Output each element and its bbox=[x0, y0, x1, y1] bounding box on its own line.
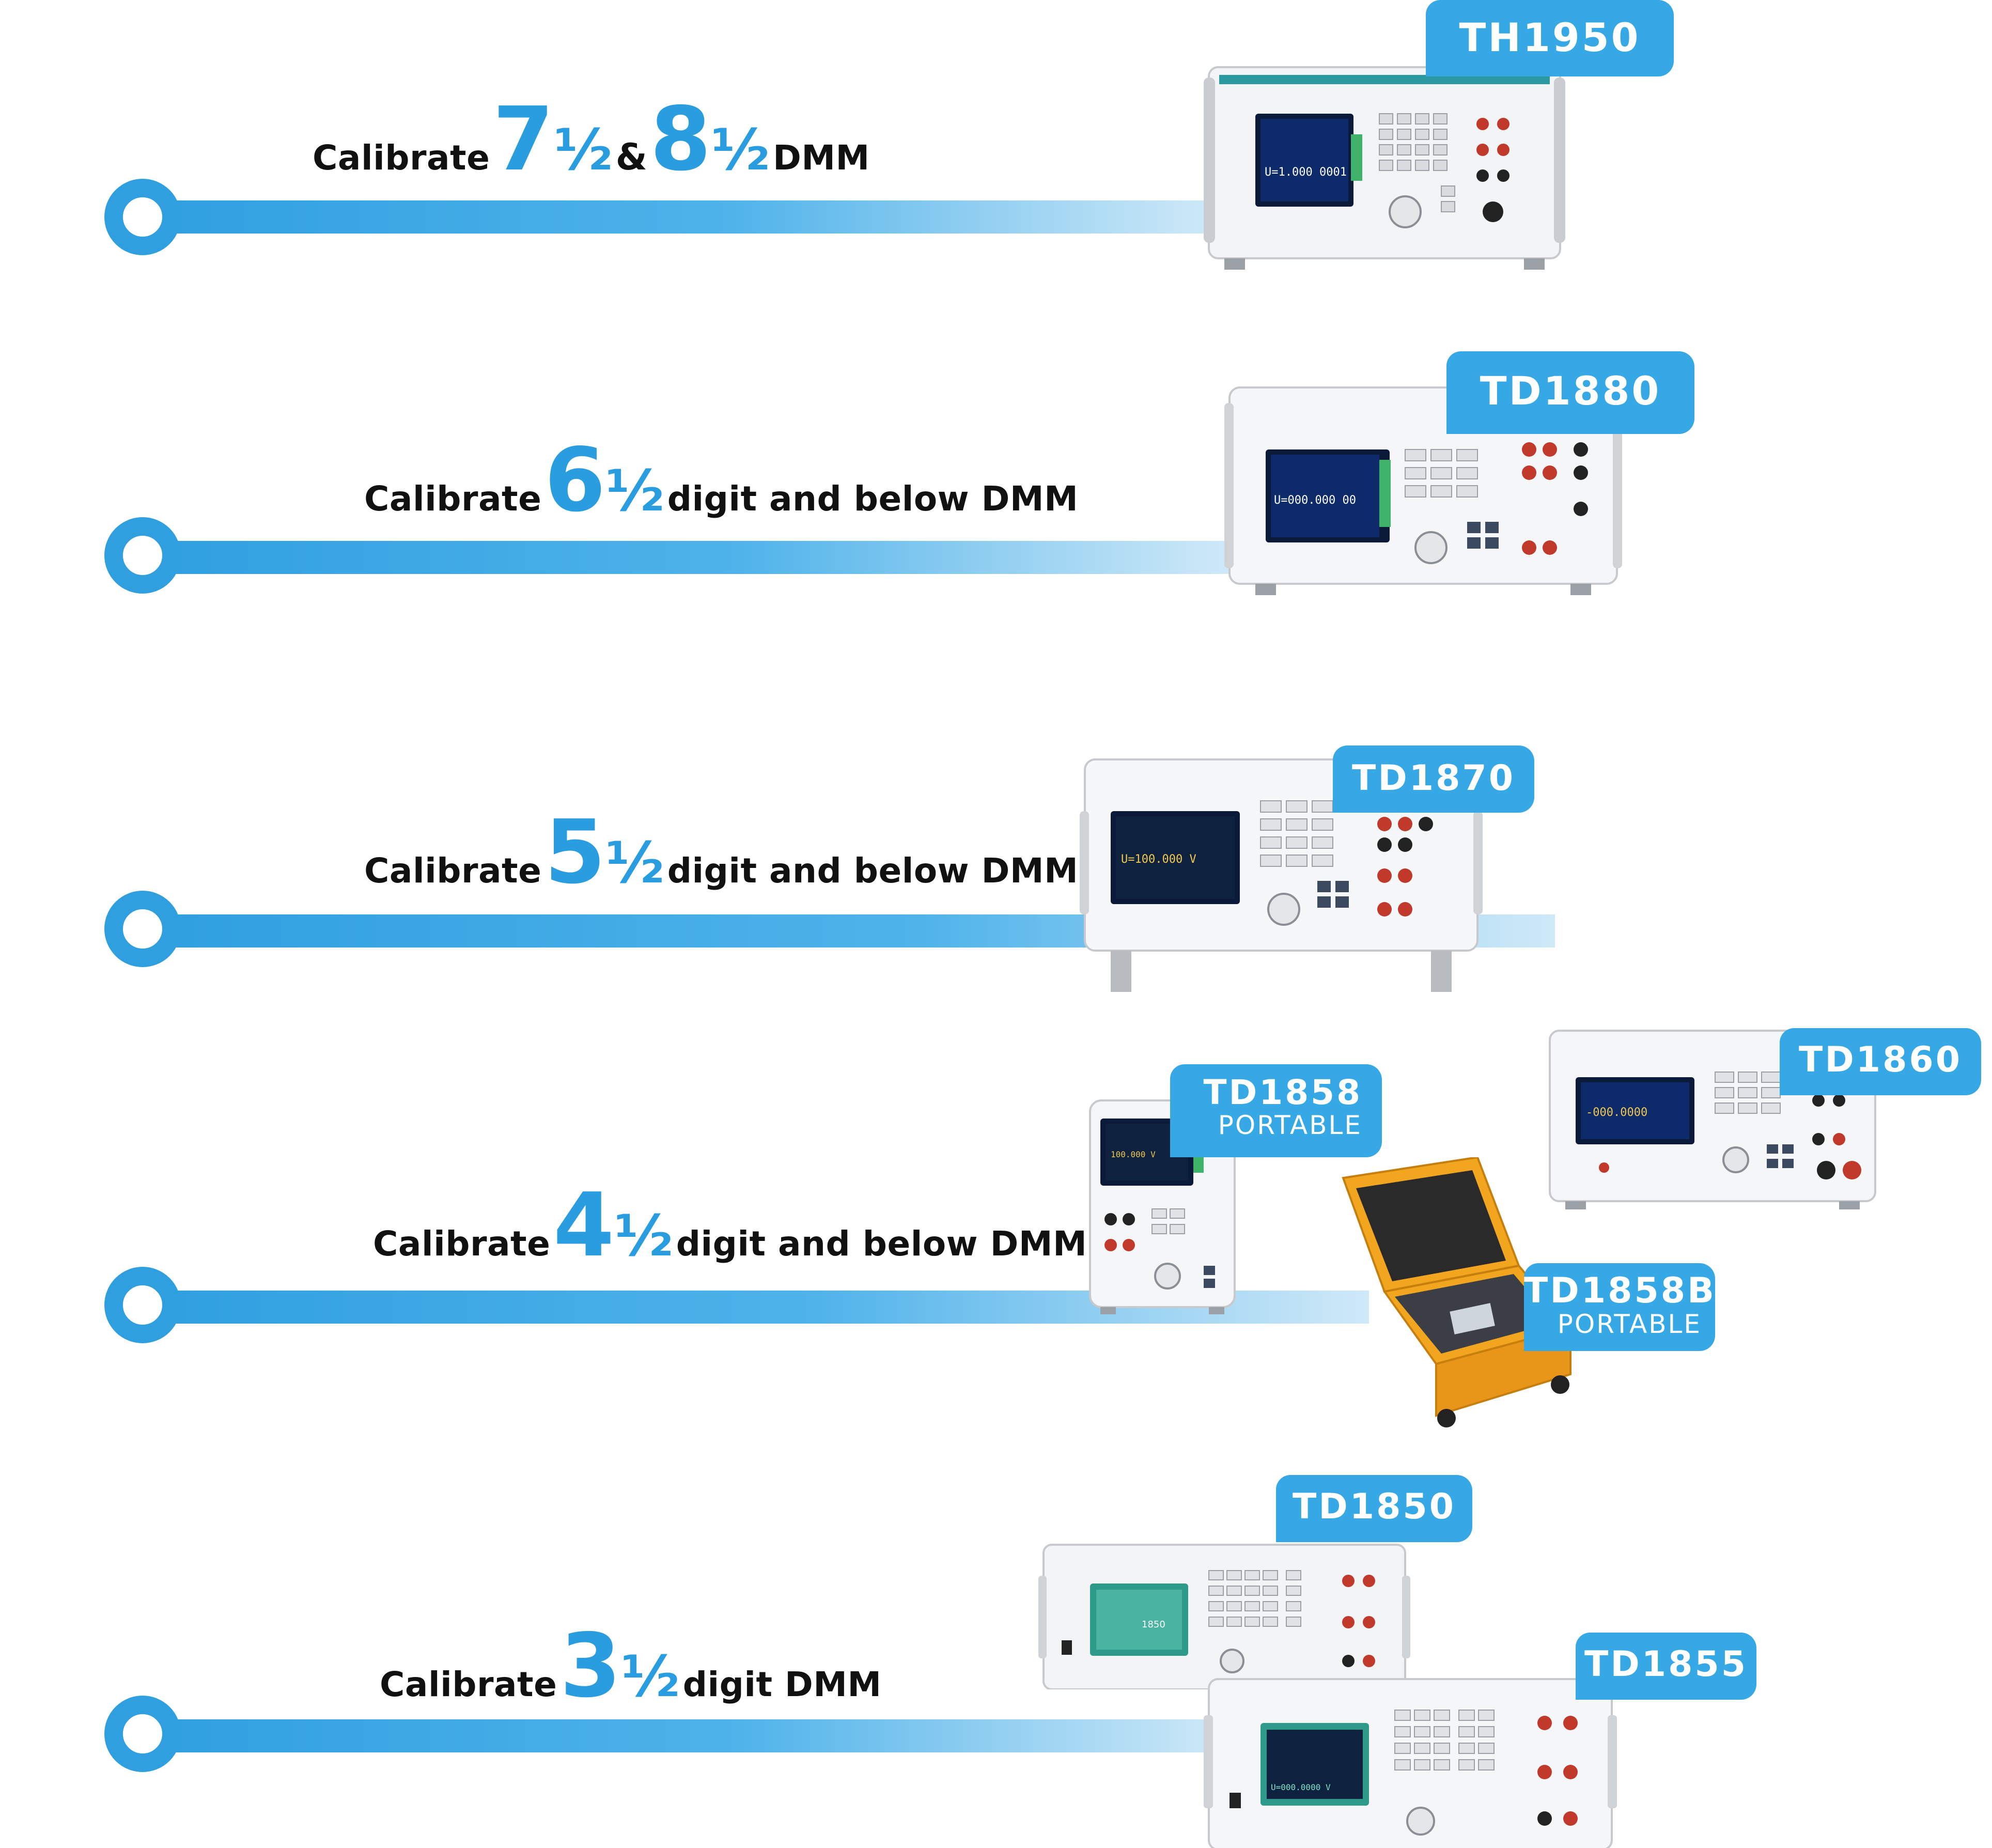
td1858b-portable-case bbox=[1333, 1157, 1576, 1436]
half-fraction: ½ bbox=[605, 830, 665, 896]
timeline-node-1 bbox=[104, 179, 181, 255]
portable-label: PORTABLE bbox=[1557, 1309, 1702, 1339]
td1855-instrument: U=000.0000 V bbox=[1204, 1674, 1617, 1848]
timeline-bar-5 bbox=[139, 1719, 1230, 1752]
timeline-node-5 bbox=[104, 1696, 181, 1772]
timeline-bar-1 bbox=[139, 200, 1214, 234]
half-fraction: ½ bbox=[621, 1643, 680, 1710]
timeline-node-2 bbox=[104, 517, 181, 594]
calibrate-heading-5: Calibrate 3½ digit DMM bbox=[380, 1615, 882, 1717]
half-fraction: ½ bbox=[605, 458, 665, 524]
timeline-bar-2 bbox=[139, 541, 1230, 574]
portable-label: PORTABLE bbox=[1218, 1110, 1362, 1140]
td1850-instrument: 1850 bbox=[1038, 1540, 1410, 1689]
digit-3: 3 bbox=[559, 1615, 621, 1717]
model-tag-td1855: TD1855 bbox=[1576, 1633, 1756, 1700]
model-tag-td1858: TD1858 PORTABLE bbox=[1170, 1064, 1382, 1157]
td1870-screen-readout: U=100.000 V bbox=[1121, 853, 1196, 866]
td1880-instrument: U=000.000 00 bbox=[1224, 382, 1622, 599]
calibrate-heading-4: Calibrate 4½ digit and below DMM bbox=[373, 1174, 1087, 1277]
timeline-node-4 bbox=[104, 1267, 181, 1343]
model-tag-th1950: TH1950 bbox=[1426, 0, 1674, 76]
digit-5: 5 bbox=[544, 801, 606, 904]
half-fraction: ½ bbox=[614, 1203, 674, 1269]
timeline-node-3 bbox=[104, 891, 181, 967]
calibrate-heading-3: Calibrate 5½ digit and below DMM bbox=[364, 801, 1079, 904]
model-tag-td1850: TD1850 bbox=[1276, 1475, 1472, 1542]
model-tag-td1870: TD1870 bbox=[1333, 746, 1534, 813]
td1880-screen-readout: U=000.000 00 bbox=[1274, 494, 1356, 507]
th1950-screen-readout: U=1.000 0001 bbox=[1265, 166, 1347, 179]
calibrate-heading-2: Calibrate 6½ digit and below DMM bbox=[364, 429, 1079, 532]
digit-7: 7 bbox=[492, 88, 554, 191]
td1855-screen-readout: U=000.0000 V bbox=[1271, 1782, 1331, 1792]
half-fraction: ½ bbox=[711, 117, 770, 183]
model-tag-td1858b: TD1858B PORTABLE bbox=[1524, 1263, 1715, 1351]
model-tag-td1880: TD1880 bbox=[1446, 351, 1694, 434]
half-fraction: ½ bbox=[554, 117, 613, 183]
digit-6: 6 bbox=[544, 429, 606, 532]
td1850-screen-readout: 1850 bbox=[1142, 1619, 1165, 1630]
calibrate-heading-1: Calibrate 7½ & 8½ DMM bbox=[313, 88, 870, 191]
td1860-screen-readout: -000.0000 bbox=[1586, 1106, 1647, 1119]
td1858-screen-readout: 100.000 V bbox=[1111, 1150, 1156, 1159]
digit-8: 8 bbox=[650, 88, 711, 191]
th1950-instrument: U=1.000 0001 bbox=[1204, 57, 1565, 274]
digit-4: 4 bbox=[553, 1174, 615, 1277]
model-tag-td1860: TD1860 bbox=[1780, 1028, 1981, 1095]
